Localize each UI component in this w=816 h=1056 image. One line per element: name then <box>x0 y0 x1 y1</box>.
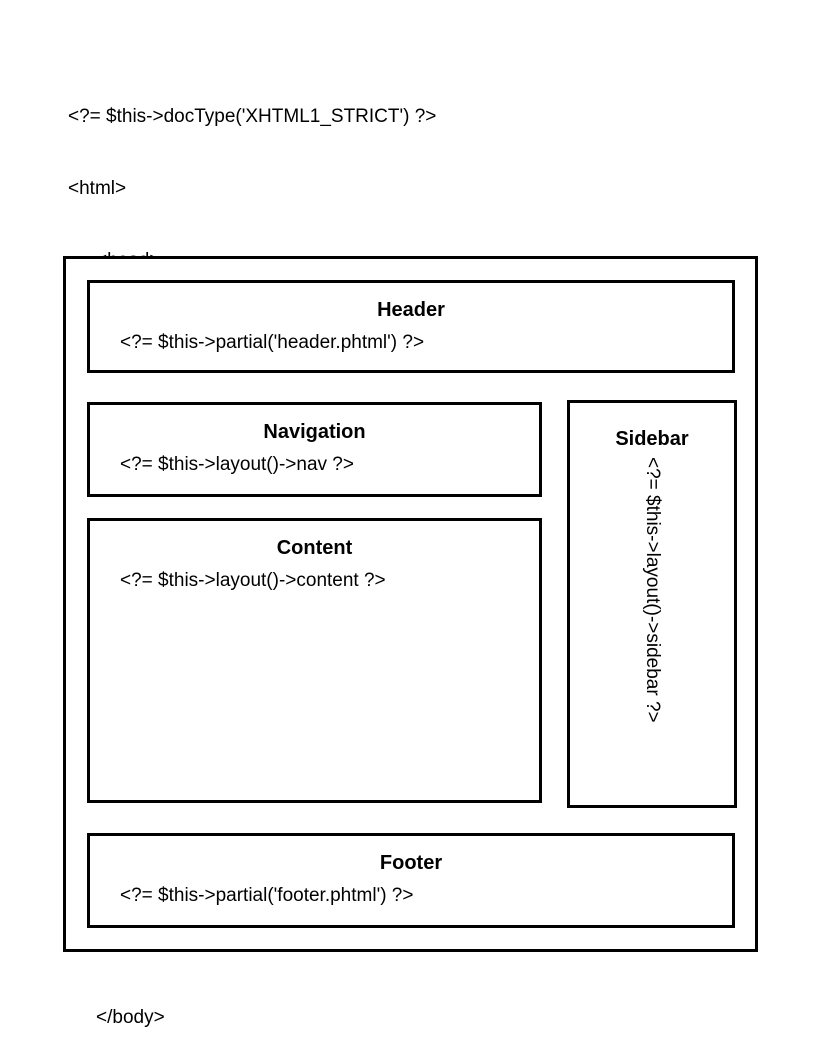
header-box-title: Header <box>377 299 445 321</box>
sidebar-box-code-rotated: <?= $this->layout()->sidebar ?> <box>642 457 663 723</box>
navigation-box-code: <?= $this->layout()->nav ?> <box>120 454 354 475</box>
code-line-html-open: <html> <box>68 178 127 199</box>
navigation-box: Navigation <?= $this->layout()->nav ?> <box>87 402 542 497</box>
footer-box-code: <?= $this->partial('footer.phtml') ?> <box>120 885 414 906</box>
sidebar-box-title: Sidebar <box>615 428 689 450</box>
footer-box-title: Footer <box>379 852 443 874</box>
content-box: Content <?= $this->layout()->content ?> <box>87 518 542 803</box>
code-line-body-close: </body> <box>96 1007 165 1028</box>
sidebar-box: Sidebar <?= $this->layout()->sidebar ?> <box>567 400 737 808</box>
navigation-box-title: Navigation <box>263 421 366 443</box>
content-box-code: <?= $this->layout()->content ?> <box>120 570 386 591</box>
header-box-code: <?= $this->partial('header.phtml') ?> <box>120 332 425 353</box>
code-line-doctype: <?= $this->docType('XHTML1_STRICT') ?> <box>68 106 437 127</box>
body-outline-box: Header <?= $this->partial('header.phtml'… <box>63 256 758 952</box>
footer-box: Footer <?= $this->partial('footer.phtml'… <box>87 833 735 928</box>
content-box-title: Content <box>276 537 353 559</box>
bottom-code-block: </body> </html> <box>68 958 165 1056</box>
header-box: Header <?= $this->partial('header.phtml'… <box>87 280 735 373</box>
